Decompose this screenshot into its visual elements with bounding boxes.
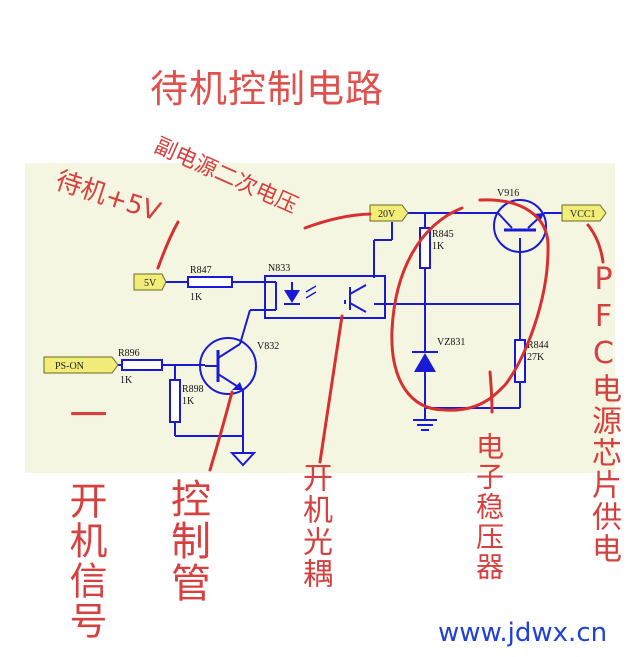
n833-label: N833 — [268, 263, 290, 274]
r896-label: R896 — [118, 348, 140, 359]
page-title: 待机控制电路 — [150, 67, 385, 111]
r845-label: R845 — [432, 229, 454, 240]
resistor-r898 — [169, 379, 181, 423]
zener-diode-vz831 — [412, 340, 438, 372]
ground-icon — [229, 452, 257, 467]
resistor-r845 — [419, 227, 431, 269]
v832-label: V832 — [257, 341, 279, 352]
net-flags — [43, 204, 607, 374]
r847-value: 1K — [190, 292, 203, 303]
optocoupler-n833 — [264, 275, 386, 319]
r847-label: R847 — [190, 265, 212, 276]
flag-5v — [133, 273, 167, 291]
flag-20v-label: 20V — [378, 209, 396, 220]
flag-5v-label: 5V — [144, 278, 157, 289]
flag-20v — [369, 204, 409, 222]
flag-vcc1-label: VCC1 — [570, 209, 596, 220]
flag-vcc1 — [561, 204, 607, 222]
hand-annotations — [156, 198, 605, 472]
flag-ps-on-label: PS-ON — [55, 361, 84, 372]
flag-ps-on — [43, 356, 119, 374]
resistor-r847 — [187, 276, 233, 288]
ground-icon-2 — [413, 419, 437, 431]
annotation-pfc-supply: PFC电源芯片供电 — [586, 262, 621, 565]
annotation-optocoupler: 开机光耦 — [297, 462, 332, 590]
r844-label: R844 — [527, 340, 549, 351]
transistor-v916 — [493, 199, 547, 253]
v916-label: V916 — [497, 188, 519, 199]
resistor-r896 — [121, 359, 163, 371]
watermark: www.jdwx.cn — [438, 618, 608, 648]
r845-value: 1K — [432, 241, 445, 252]
wires — [118, 212, 565, 453]
annotation-control-tube: 控制管 — [164, 478, 210, 604]
r844-value: 27K — [527, 352, 545, 363]
r896-value: 1K — [120, 375, 133, 386]
vz831-label: VZ831 — [437, 337, 465, 348]
annotation-power-on-signal: 一 开机信号 — [63, 395, 107, 641]
r898-label: R898 — [182, 384, 204, 395]
transistor-v832 — [199, 337, 257, 395]
led-icon — [284, 290, 300, 303]
annotation-regulator: 电子稳压器 — [472, 432, 505, 582]
r898-value: 1K — [182, 396, 195, 407]
